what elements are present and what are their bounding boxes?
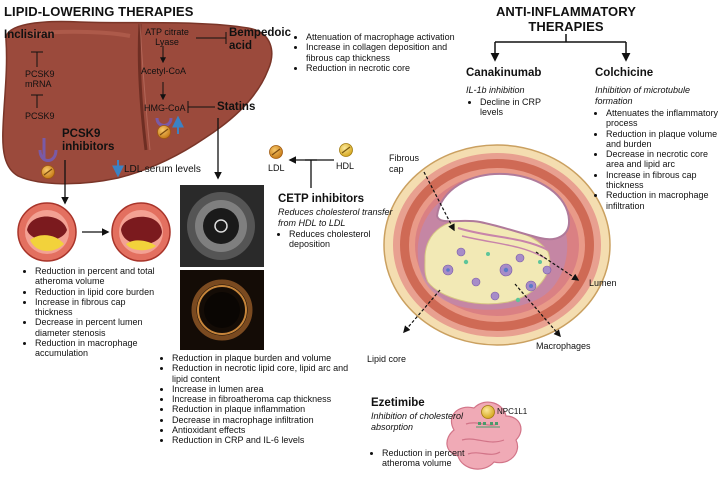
ezetimibe-subtitle: Inhibition of cholesterol absorption [371,411,464,432]
list-item: Reduction in plaque burden and volume [172,353,352,363]
plaque-before-icon [17,202,77,262]
hdl-particle-icon [339,143,353,157]
list-item: Decline in CRP levels [480,97,560,118]
intestine-icon [446,401,522,470]
ivus-image [180,185,264,267]
ezetimibe-title: Ezetimibe [371,397,425,409]
cetp-effects-list: Reduces cholesterol deposition [278,229,399,250]
canakinumab-effects-list: Decline in CRP levels [469,97,560,118]
cetp-ldl-label: LDL [268,163,285,173]
mevalonate-pathway-lines [160,32,227,113]
list-item: Reduction in plaque inflammation [172,404,352,414]
colchicine-effects-list: Attenuates the inflammatory process Redu… [595,108,724,211]
list-item: Decrease in percent lumen diameter steno… [35,317,163,338]
macrophages-label: Macrophages [536,341,591,351]
canakinumab-subtitle: IL-1b inhibition [466,85,525,95]
list-item: Increase in fibrous cap thickness [606,170,724,191]
list-item: Reduction in lipid core burden [35,287,163,297]
colchicine-title: Colchicine [595,67,654,79]
hmg-coa-enzyme-icon [155,115,184,139]
bempedoic-acid-label: Bempedoic acid [229,27,291,52]
list-item: Reduction in percent and total atheroma … [35,266,163,287]
pcsk9-inhibitor-icon [38,138,58,179]
list-item: Increase in lumen area [172,384,352,394]
inclisiran-label: Inclisiran [4,29,55,41]
lipid-core-label: Lipid core [367,354,407,364]
inclisiran-pathway-lines [31,51,43,108]
fibrous-cap-label: Fibrous cap [389,153,420,174]
plaque-after-icon [111,202,171,262]
pcsk9-inhibitors-label: PCSK9 inhibitors [62,128,115,153]
cetp-inhibition-line [305,159,317,188]
anti-inflammatory-bracket [490,34,631,62]
cetp-subtitle: Reduces cholesterol transfer from HDL to… [278,207,393,228]
list-item: Reduction in macrophage accumulation [35,338,163,359]
list-item: Reduces cholesterol deposition [289,229,399,250]
list-item: Reduction in CRP and IL-6 levels [172,435,352,445]
list-item: Attenuates the inflammatory process [606,108,724,129]
cetp-hdl-label: HDL [336,161,355,171]
statin-effects-list: Reduction in plaque burden and volume Re… [161,353,352,446]
cetp-inhibitors-title: CETP inhibitors [278,193,365,205]
list-item: Reduction in plaque volume and burden [606,129,724,150]
hmg-coa-label: HMG-CoA [144,103,186,113]
pcsk9-effects-list: Reduction in percent and total atheroma … [24,266,163,359]
list-item: Reduction in percent atheroma volume [382,448,472,469]
list-item: Increase in fibrous cap thickness [35,297,163,318]
list-item: Increase in fibroatheroma cap thickness [172,394,352,404]
list-item: Reduction in macrophage infiltration [606,190,724,211]
colchicine-subtitle: Inhibition of microtubule formation [595,85,691,106]
atp-citrate-lyase-label: ATP citrate Lyase [145,27,189,47]
oct-image [180,270,264,350]
statins-label: Statins [217,101,256,113]
ldl-serum-levels-label: LDL serum levels [124,164,201,175]
list-item: Attenuation of macrophage activation [306,32,466,42]
list-item: Increase in collagen deposition and fibr… [306,42,466,63]
pcsk9-mrna-label: PCSK9 mRNA [25,69,55,89]
lumen-label: Lumen [589,278,617,288]
anti-inflammatory-header: ANTI-INFLAMMATORY THERAPIES [495,4,637,34]
list-item: Decrease in macrophage infiltration [172,415,352,425]
list-item: Reduction in necrotic core [306,63,466,73]
artery-cross-section [383,144,611,346]
list-item: Decrease in necrotic core area and lipid… [606,149,724,170]
bempedoic-effects-list: Attenuation of macrophage activation Inc… [295,32,466,73]
ldl-particle-icon [269,145,283,159]
npc1l1-transporter-icon [476,405,500,428]
list-item: Reduction in necrotic lipid core, lipid … [172,363,352,384]
acetyl-coa-label: Acetyl-CoA [141,66,187,76]
list-item: Antioxidant effects [172,425,352,435]
ezetimibe-effects-list: Reduction in percent atheroma volume [371,448,472,469]
pcsk9-label: PCSK9 [25,111,55,121]
canakinumab-title: Canakinumab [466,67,542,79]
npc1l1-label: NPC1L1 [497,407,528,416]
label-leader-lines [403,171,580,338]
lipid-lowering-header: LIPID-LOWERING THERAPIES [4,4,194,19]
liver-illustration [2,20,273,185]
